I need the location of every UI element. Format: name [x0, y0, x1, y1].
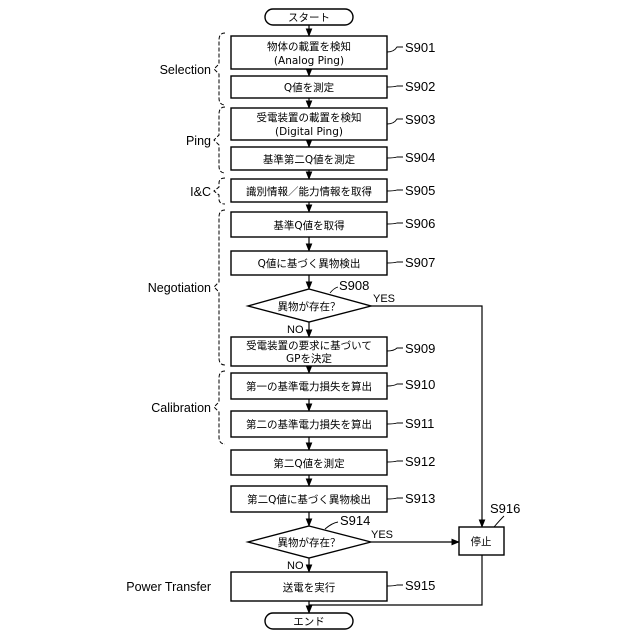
- step-s902: Q値を測定: [231, 76, 387, 98]
- step-id-s902: S902: [405, 79, 435, 94]
- step-s903: 受電装置の載置を検知 (Digital Ping): [231, 108, 387, 140]
- step-id-s916: S916: [490, 501, 520, 516]
- step-id-s914: S914: [340, 513, 370, 528]
- step-s916-line1: 停止: [471, 535, 492, 548]
- step-s911: 第二の基準電力損失を算出: [231, 411, 387, 437]
- phase-braces: [214, 33, 225, 444]
- step-s916: 停止: [459, 527, 504, 555]
- step-s913-line1: 第二Q値に基づく異物検出: [247, 493, 371, 506]
- phase-ic: I&C: [190, 185, 211, 199]
- step-id-s901: S901: [405, 40, 435, 55]
- brace-negotiation: [214, 210, 225, 365]
- step-id-s908: S908: [339, 278, 369, 293]
- end-terminal: エンド: [265, 613, 353, 629]
- step-id-s915: S915: [405, 578, 435, 593]
- phase-selection: Selection: [160, 63, 211, 77]
- brace-selection: [214, 33, 225, 105]
- brace-calibration: [214, 371, 225, 444]
- brace-ping: [214, 107, 225, 173]
- step-s909-line1: 受電装置の要求に基づいて: [246, 339, 372, 352]
- step-s907: Q値に基づく異物検出: [231, 251, 387, 275]
- step-s909: 受電装置の要求に基づいて GPを決定: [231, 337, 387, 366]
- step-s904: 基準第二Q値を測定: [231, 147, 387, 170]
- decision-s914: 異物が存在？: [248, 526, 371, 558]
- brace-ic: [214, 178, 225, 204]
- step-s905-line1: 識別情報／能力情報を取得: [246, 185, 372, 198]
- step-id-s903: S903: [405, 112, 435, 127]
- step-s906-line1: 基準Q値を取得: [273, 219, 344, 232]
- step-id-s907: S907: [405, 255, 435, 270]
- decision-s908-yes: YES: [373, 293, 395, 305]
- phase-power-transfer: Power Transfer: [126, 580, 211, 594]
- step-s912: 第二Q値を測定: [231, 450, 387, 475]
- step-id-s913: S913: [405, 491, 435, 506]
- step-s906: 基準Q値を取得: [231, 212, 387, 237]
- step-s911-line1: 第二の基準電力損失を算出: [246, 418, 372, 431]
- step-s915: 送電を実行: [231, 572, 387, 601]
- start-terminal: スタート: [265, 9, 353, 25]
- step-id-s910: S910: [405, 377, 435, 392]
- decision-s908: 異物が存在？: [248, 289, 371, 322]
- step-s903-line1: 受電装置の載置を検知: [257, 111, 362, 124]
- phase-calibration: Calibration: [151, 401, 211, 415]
- step-id-s904: S904: [405, 150, 435, 165]
- step-s902-line1: Q値を測定: [284, 81, 335, 94]
- step-id-s912: S912: [405, 454, 435, 469]
- decision-s914-label: 異物が存在？: [278, 536, 341, 549]
- decision-s908-no: NO: [287, 324, 304, 336]
- step-s912-line1: 第二Q値を測定: [273, 457, 345, 470]
- decision-s914-no: NO: [287, 560, 304, 572]
- phase-ping: Ping: [186, 134, 211, 148]
- step-s913: 第二Q値に基づく異物検出: [231, 486, 387, 512]
- step-s901-line2: (Analog Ping): [274, 55, 344, 67]
- step-s915-line1: 送電を実行: [283, 581, 336, 594]
- step-s905: 識別情報／能力情報を取得: [231, 179, 387, 202]
- phase-negotiation: Negotiation: [148, 281, 211, 295]
- step-s907-line1: Q値に基づく異物検出: [258, 257, 361, 270]
- step-s910-line1: 第一の基準電力損失を算出: [246, 380, 372, 393]
- step-s901-line1: 物体の載置を検知: [267, 40, 351, 53]
- step-id-s911: S911: [405, 416, 434, 431]
- step-s910: 第一の基準電力損失を算出: [231, 373, 387, 399]
- decision-s908-label: 異物が存在？: [278, 300, 341, 313]
- step-s901: 物体の載置を検知 (Analog Ping): [231, 36, 387, 69]
- step-id-s909: S909: [405, 341, 435, 356]
- step-id-s906: S906: [405, 216, 435, 231]
- step-s903-line2: (Digital Ping): [275, 126, 343, 138]
- step-s909-line2: GPを決定: [286, 352, 332, 365]
- start-label: スタート: [288, 12, 330, 24]
- step-id-s905: S905: [405, 183, 435, 198]
- decision-s914-yes: YES: [371, 529, 393, 541]
- end-label: エンド: [293, 616, 325, 628]
- step-s904-line1: 基準第二Q値を測定: [263, 153, 356, 166]
